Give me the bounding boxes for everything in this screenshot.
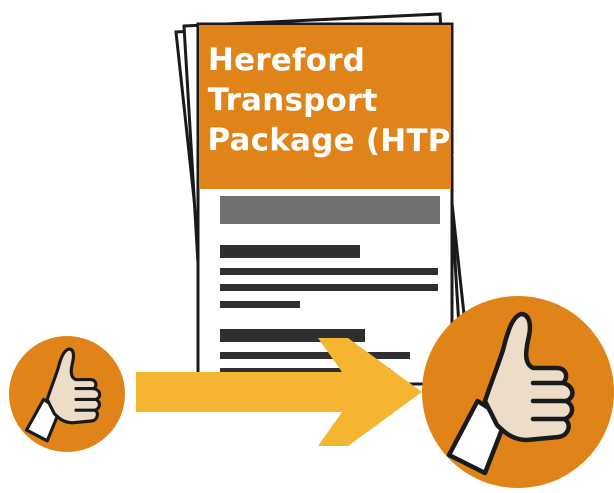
- document-text-bar: [220, 352, 410, 359]
- thumbs-up-icon: [9, 336, 125, 452]
- document-title-line: Transport: [207, 81, 378, 119]
- document-text-bar: [220, 368, 390, 375]
- arrow-right-icon: [136, 338, 422, 446]
- document-text-bar: [220, 268, 438, 275]
- document-title-line: Hereford: [207, 41, 366, 79]
- document-grey-bar: [220, 196, 440, 224]
- document-text-bar: [220, 284, 438, 291]
- document-icon: [174, 12, 472, 386]
- hand-right: [446, 311, 575, 476]
- hand-left: [24, 347, 102, 443]
- document-title-line: Package (HTP): [207, 121, 466, 160]
- thumbs-up-icon: [422, 296, 614, 488]
- document-header: [199, 25, 451, 189]
- document-text-bar: [220, 301, 300, 308]
- arrow-shape: [136, 338, 422, 446]
- document-title: Hereford Transport Package (HTP): [207, 40, 466, 161]
- document-text-bar: [220, 245, 360, 258]
